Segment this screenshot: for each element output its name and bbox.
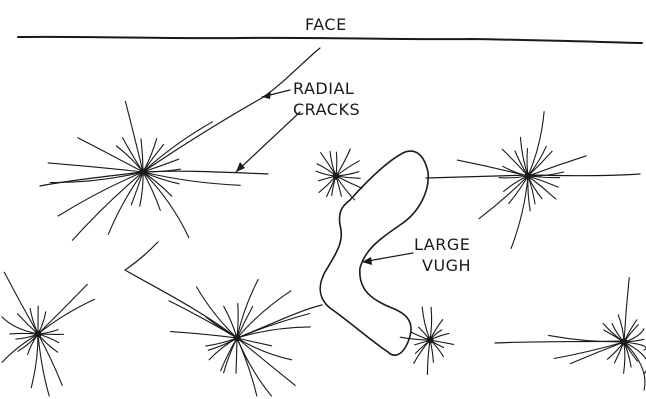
radial-crack — [427, 340, 430, 375]
drill-hole — [525, 173, 532, 180]
radial-cracks-leader-2 — [236, 112, 300, 172]
radial-crack — [58, 172, 143, 216]
radial-crack — [38, 299, 95, 334]
large-vugh-label-line1: LARGE — [414, 235, 470, 254]
drill-hole — [621, 339, 628, 346]
radial-crack — [236, 338, 237, 373]
radial-cracks-arrowhead-1 — [262, 91, 271, 99]
drill-hole-bursts — [2, 101, 646, 396]
radial-crack — [206, 338, 237, 346]
radial-crack — [336, 149, 350, 176]
radial-crack — [38, 284, 87, 334]
drill-hole-burst — [549, 278, 646, 391]
radial-crack — [336, 161, 359, 176]
radial-crack — [457, 160, 528, 176]
radial-crack — [430, 307, 432, 340]
drill-hole-burst — [2, 272, 95, 396]
radial-crack — [511, 176, 528, 248]
radial-cracks-label-line1: RADIAL — [293, 79, 354, 98]
radial-crack — [624, 342, 637, 361]
radial-crack — [237, 280, 258, 339]
radial-crack — [321, 153, 336, 176]
radial-crack — [237, 327, 310, 338]
radial-crack — [143, 172, 189, 238]
radial-crack — [38, 334, 49, 396]
radial-crack — [197, 287, 237, 338]
radial-crack — [108, 172, 143, 234]
radial-crack — [224, 338, 237, 373]
radial-crack — [528, 151, 552, 176]
drill-hole-burst — [457, 112, 586, 249]
drill-hole-burst — [169, 280, 310, 397]
radial-crack — [18, 334, 38, 351]
drill-hole — [35, 331, 42, 338]
radial-cracks-label-line2: CRACKS — [293, 100, 360, 119]
drill-hole — [140, 169, 147, 176]
radial-cracks-arrowhead-2 — [236, 162, 245, 172]
drill-hole-burst — [48, 101, 240, 240]
face-label: FACE — [305, 15, 347, 34]
face-line — [18, 37, 642, 43]
radial-crack — [72, 172, 143, 240]
drill-hole — [427, 337, 434, 344]
drill-hole — [234, 335, 241, 342]
radial-crack — [38, 334, 58, 352]
radial-crack — [528, 176, 556, 199]
radial-crack-diagonal — [125, 242, 237, 338]
radial-crack — [479, 176, 528, 219]
large-vugh-label-line2: VUGH — [422, 256, 471, 275]
radial-crack — [4, 272, 38, 334]
radial-crack — [624, 342, 625, 373]
radial-crack — [528, 112, 544, 176]
radial-crack — [336, 152, 337, 176]
radial-crack — [528, 176, 542, 199]
radial-crack — [31, 334, 38, 388]
drill-hole — [333, 173, 340, 180]
radial-crack — [527, 149, 528, 176]
drill-hole-burst — [316, 149, 362, 200]
